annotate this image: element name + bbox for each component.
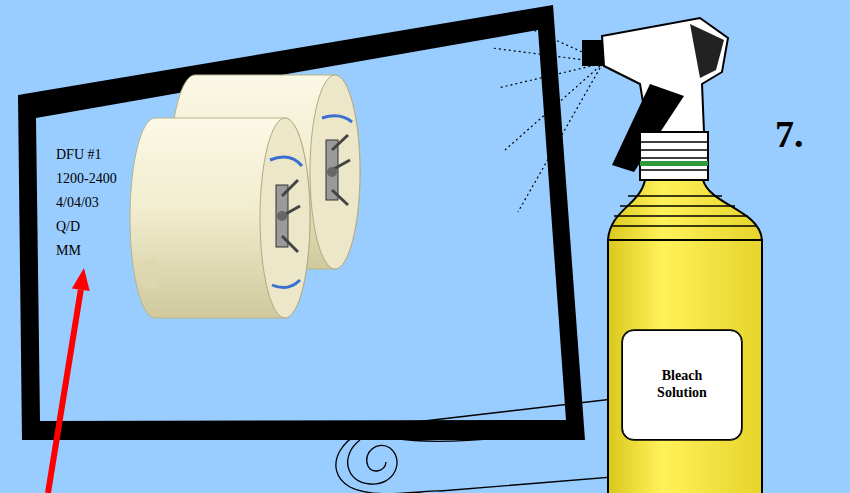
spray-bottle — [582, 18, 762, 493]
label-text: Bleach Solution — [657, 368, 707, 402]
tag-line: 4/04/03 — [56, 195, 99, 211]
tag-line: Q/D — [56, 219, 80, 235]
tag-line: DFU #1 — [56, 147, 102, 163]
filter-cylinder — [130, 118, 310, 318]
tag-line: MM — [56, 243, 81, 259]
step-number: 7. — [775, 112, 804, 156]
tag-line: 1200-2400 — [56, 171, 117, 187]
frame-border — [18, 5, 585, 440]
bottle-label: Bleach Solution — [622, 330, 742, 440]
frame-panel — [36, 30, 566, 421]
pointer-arrow — [48, 268, 90, 493]
